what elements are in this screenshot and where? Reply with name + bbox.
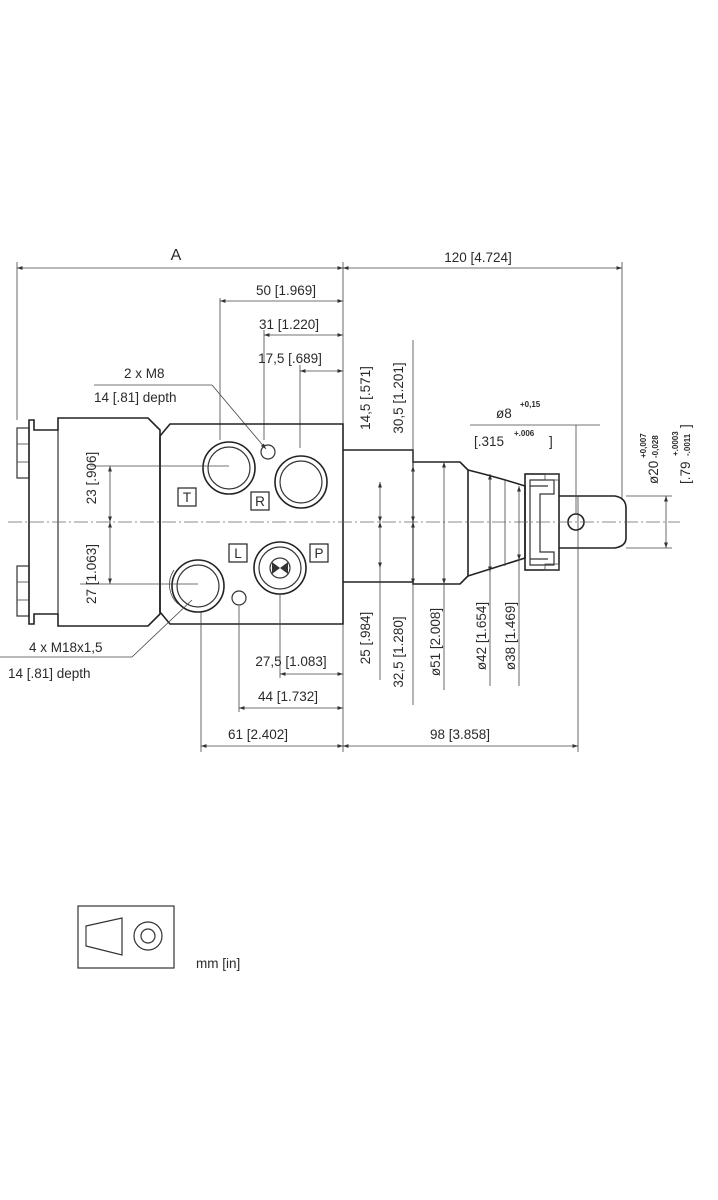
dim-27-label: 27 [1.063] bbox=[84, 544, 99, 604]
dim-d20-in-tol-up: +.0003 bbox=[671, 431, 680, 456]
right-dimensions: 14,5 [.571] 30,5 [1.201] 25 [.984] 32,5 … bbox=[358, 340, 693, 705]
dim-d20-in-tol-dn: -.0011 bbox=[683, 433, 692, 456]
thread-m8-label: 2 x M8 bbox=[124, 366, 165, 381]
dim-145-label: 14,5 [.571] bbox=[358, 366, 373, 430]
left-dimensions: 23 [.906] 27 [1.063] bbox=[80, 452, 229, 604]
dim-d38-label: ø38 [1.469] bbox=[503, 602, 518, 670]
port-t-label: T bbox=[183, 490, 191, 505]
dim-325-label: 32,5 [1.280] bbox=[391, 616, 406, 687]
dim-a-label: A bbox=[171, 247, 182, 264]
dim-d20-label: ø20 bbox=[646, 461, 661, 484]
thread-m18-callout: 4 x M18x1,5 14 [.81] depth bbox=[0, 599, 193, 681]
dim-61-label: 61 [2.402] bbox=[228, 727, 288, 742]
dim-d51-label: ø51 [2.008] bbox=[428, 608, 443, 676]
dim-d8-in-label: [.315 bbox=[474, 434, 504, 449]
dim-305-label: 30,5 [1.201] bbox=[391, 362, 406, 433]
dim-d8-in-tol: +.006 bbox=[514, 429, 535, 438]
dim-120-label: 120 [4.724] bbox=[444, 250, 512, 265]
dim-d20-tol-dn: -0,028 bbox=[651, 435, 660, 458]
dim-31-label: 31 [1.220] bbox=[259, 317, 319, 332]
valve-body bbox=[8, 417, 680, 627]
dim-25-label: 25 [.984] bbox=[358, 612, 373, 665]
dim-44-label: 44 [1.732] bbox=[258, 689, 318, 704]
thread-m18-depth-label: 14 [.81] depth bbox=[8, 666, 91, 681]
dim-d8-label: ø8 bbox=[496, 406, 512, 421]
port-p: P bbox=[253, 541, 329, 595]
units-label: mm [in] bbox=[196, 956, 240, 971]
thread-m8-callout: 2 x M8 14 [.81] depth bbox=[94, 366, 267, 450]
dim-d8-in-close: ] bbox=[549, 434, 553, 449]
dim-275-label: 27,5 [1.083] bbox=[255, 654, 326, 669]
port-r: R bbox=[250, 444, 328, 511]
port-t: T bbox=[177, 441, 256, 507]
port-l-label: L bbox=[234, 546, 242, 561]
bottom-dimensions: 27,5 [1.083] 44 [1.732] 61 [2.402] 98 [3… bbox=[200, 548, 579, 752]
thread-m8-depth-label: 14 [.81] depth bbox=[94, 390, 177, 405]
dim-50-label: 50 [1.969] bbox=[256, 283, 316, 298]
port-p-label: P bbox=[314, 546, 323, 561]
dim-d20-in-close: ] bbox=[678, 424, 693, 428]
dim-23-label: 23 [.906] bbox=[84, 452, 99, 505]
port-r-label: R bbox=[255, 494, 265, 509]
dim-175-label: 17,5 [.689] bbox=[258, 351, 322, 366]
dim-d8-tol: +0,15 bbox=[520, 400, 541, 409]
thread-m18-label: 4 x M18x1,5 bbox=[29, 640, 103, 655]
dim-d20-in-label: [.79 bbox=[678, 461, 693, 484]
dim-98-label: 98 [3.858] bbox=[430, 727, 490, 742]
top-dimensions: A 120 [4.724] 50 [1.969] 31 [1.220] 17,5… bbox=[16, 247, 623, 500]
port-l: L bbox=[169, 543, 248, 613]
dim-d20-tol-up: +0,007 bbox=[639, 433, 648, 458]
first-angle-projection-icon bbox=[77, 905, 175, 969]
dim-d42-label: ø42 [1.654] bbox=[474, 602, 489, 670]
